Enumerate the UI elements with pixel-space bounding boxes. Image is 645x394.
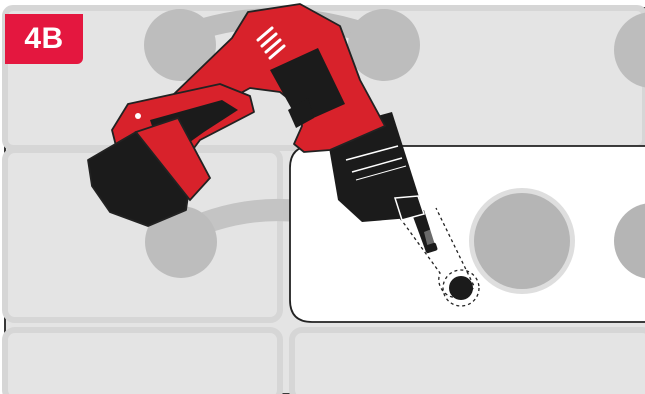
screw-hole (449, 276, 473, 300)
bracket-hole (474, 193, 570, 289)
tray-module-bottom-right (292, 330, 645, 394)
tray-module-bottom-left (5, 330, 280, 394)
cell-top-2 (348, 9, 420, 81)
step-badge: 4B (5, 14, 83, 64)
